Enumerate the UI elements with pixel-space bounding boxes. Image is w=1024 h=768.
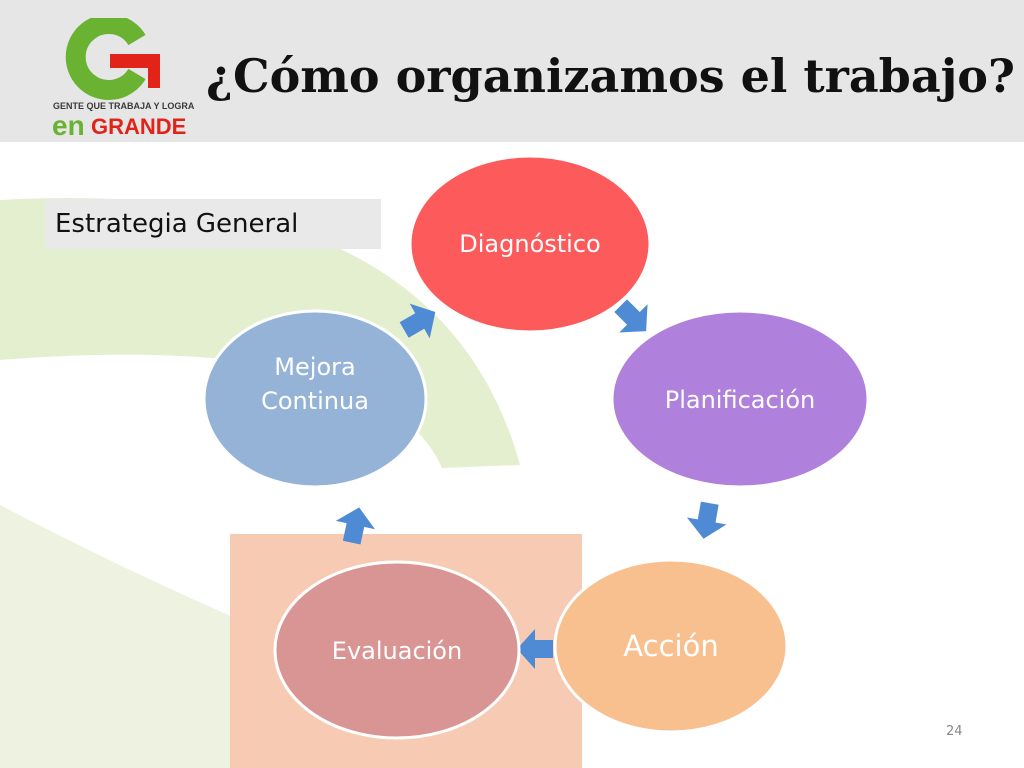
cycle-node-planificacion-label: Planificación <box>665 386 816 414</box>
arrow-planificacion-to-accion-icon <box>686 501 727 539</box>
cycle-node-accion-label: Acción <box>623 629 718 663</box>
logo-brand-en: en <box>52 110 85 138</box>
cycle-node-evaluacion-label: Evaluación <box>332 637 462 665</box>
logo-g-icon <box>65 18 146 100</box>
cycle-node-planificacion-shape <box>610 309 870 489</box>
logo-tagline: GENTE QUE TRABAJA Y LOGRA <box>53 101 195 111</box>
header-band: GENTE QUE TRABAJA Y LOGRA en GRANDE ¿Cóm… <box>0 0 1024 142</box>
arrow-evaluacion-to-mejora-icon <box>335 507 375 545</box>
cycle-node-evaluacion-shape <box>273 560 521 740</box>
arrow-diagnostico-to-planificacion-icon <box>614 299 648 333</box>
cycle-node-evaluacion-label-line: Evaluación <box>332 637 462 665</box>
cycle-node-diagnostico: Diagnóstico <box>408 154 652 334</box>
cycle-node-accion-label-line: Acción <box>623 629 718 663</box>
cycle-node-diagnostico-label-line: Diagnóstico <box>459 230 600 258</box>
cycle-node-accion: Acción <box>553 558 789 734</box>
cycle-node-planificacion: Planificación <box>610 309 870 489</box>
cycle-node-accion-shape <box>553 558 789 734</box>
logo-arrow-icon <box>110 54 160 88</box>
arrow-mejora-to-diagnostico-icon <box>399 303 436 339</box>
cycle-node-mejora-continua-shape <box>202 309 428 489</box>
label-text: Estrategia General <box>55 209 299 239</box>
slide-title: ¿Cómo organizamos el trabajo? <box>206 49 1015 103</box>
cycle-node-evaluacion: Evaluación <box>273 560 521 740</box>
cycle-node-diagnostico-shape <box>408 154 652 334</box>
cycle-node-mejora-continua-label-line: Mejora <box>274 353 355 381</box>
engrande-logo: GENTE QUE TRABAJA Y LOGRA en GRANDE <box>52 18 195 138</box>
cycle-node-mejora-continua-label-line: Continua <box>261 387 369 415</box>
page-number: 24 <box>946 724 963 739</box>
label-box: Estrategia General <box>45 199 381 249</box>
cycle-node-diagnostico-label: Diagnóstico <box>459 230 600 258</box>
arrow-accion-to-evaluacion-icon <box>517 629 553 669</box>
cycle-node-planificacion-label-line: Planificación <box>665 386 816 414</box>
logo-brand-grande: GRANDE <box>91 114 186 138</box>
